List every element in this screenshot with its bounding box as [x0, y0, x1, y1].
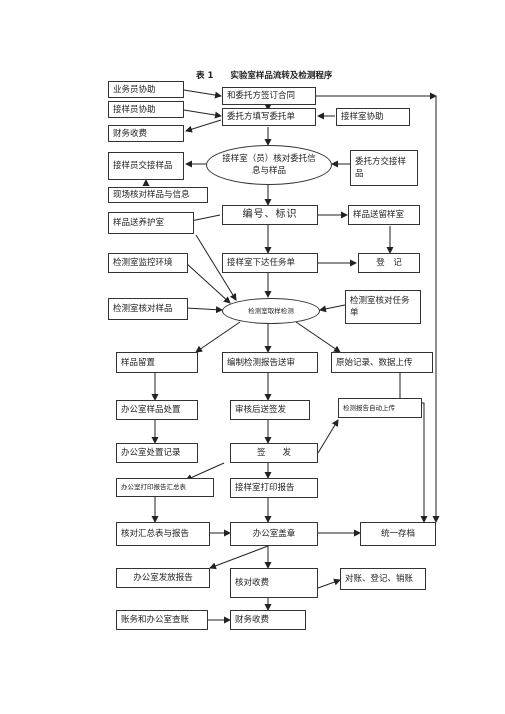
- node-sample-storage: 样品送养护室: [108, 212, 194, 234]
- node-receiver-assist: 接样员协助: [108, 101, 184, 118]
- node-review: 审核后送签发: [230, 400, 310, 420]
- arrow-storage-to-testing: [195, 234, 237, 301]
- node-office-seal: 办公室盖章: [230, 522, 318, 546]
- arrow-check-to-testing: [185, 306, 223, 314]
- node-verify-info: 接样室（员）核对委托信息与样品: [206, 145, 332, 185]
- node-compile-report: 编制检测报告送审: [222, 352, 318, 373]
- node-finance-fee-2: 财务收费: [230, 610, 306, 630]
- node-sample-retention: 样品留置: [116, 352, 198, 373]
- node-finance-fee: 财务收费: [108, 125, 184, 142]
- node-numbering: 编号、标识: [222, 205, 318, 225]
- arrow-jyy-to-form: [183, 109, 222, 119]
- node-reception-assist: 接样室协助: [336, 108, 410, 126]
- node-receiver-handover: 接样员交接样品: [108, 152, 184, 180]
- node-issue-task: 接样室下达任务单: [222, 253, 318, 273]
- node-raw-data: 原始记录、数据上传: [331, 352, 433, 373]
- node-account-audit: 账务和办公室查账: [116, 610, 208, 630]
- node-print-summary: 办公室打印报告汇总表: [116, 478, 214, 497]
- node-client-handover: 委托方交接样品: [350, 150, 418, 186]
- node-onsite-check: 现场核对样品与信息: [108, 187, 208, 203]
- node-issue-report: 办公室发放报告: [116, 568, 210, 588]
- node-account: 对账、登记、销账: [340, 568, 426, 590]
- node-check-fee: 核对收费: [230, 568, 318, 598]
- node-fill-form: 委托方填写委托单: [222, 108, 316, 126]
- node-check-task: 检测室核对任务单: [345, 290, 421, 324]
- arrow-sign-to-summary: [185, 462, 225, 481]
- node-auto-upload: 检测报告自动上传: [338, 398, 422, 418]
- node-office-disposal: 办公室样品处置: [116, 400, 198, 420]
- title-text: 实验室样品流转及检测程序: [230, 71, 333, 81]
- node-check-sample: 检测室核对样品: [108, 298, 188, 320]
- node-sign-contract: 和委托方签订合同: [222, 87, 316, 105]
- node-sampling-test: 检测室取样检测: [222, 298, 320, 324]
- node-archive: 统一存档: [360, 522, 436, 546]
- arrow-fee-to-account: [317, 578, 341, 589]
- arrow-form-to-finance: [185, 119, 222, 133]
- node-register: 登 记: [358, 253, 420, 273]
- node-salesman-assist: 业务员协助: [108, 81, 184, 98]
- diagram-title: 表 1 实验室样品流转及检测程序: [196, 69, 346, 81]
- arrow-seal-to-issue: [209, 545, 269, 570]
- arrow-raw-to-archive: [399, 373, 428, 523]
- node-print-report: 接样室打印报告: [230, 478, 318, 498]
- table-number: 表 1: [196, 71, 214, 81]
- arrow-testing-to-raw: [295, 321, 341, 353]
- arrow-taskcheck-to-testing: [319, 304, 346, 313]
- node-disposal-record: 办公室处置记录: [116, 443, 198, 463]
- arrow-testing-to-retention: [195, 321, 241, 353]
- node-sign-off: 签 发: [230, 443, 318, 463]
- arrow-sign-to-upload: [317, 419, 339, 454]
- arrow-ywy-to-contract: [183, 89, 222, 99]
- arrow-env-to-testing: [185, 262, 231, 304]
- node-retain-room: 样品送留样室: [348, 205, 420, 225]
- node-env-monitor: 检测室监控环境: [108, 253, 188, 273]
- node-check-summary: 核对汇总表与报告: [116, 522, 210, 546]
